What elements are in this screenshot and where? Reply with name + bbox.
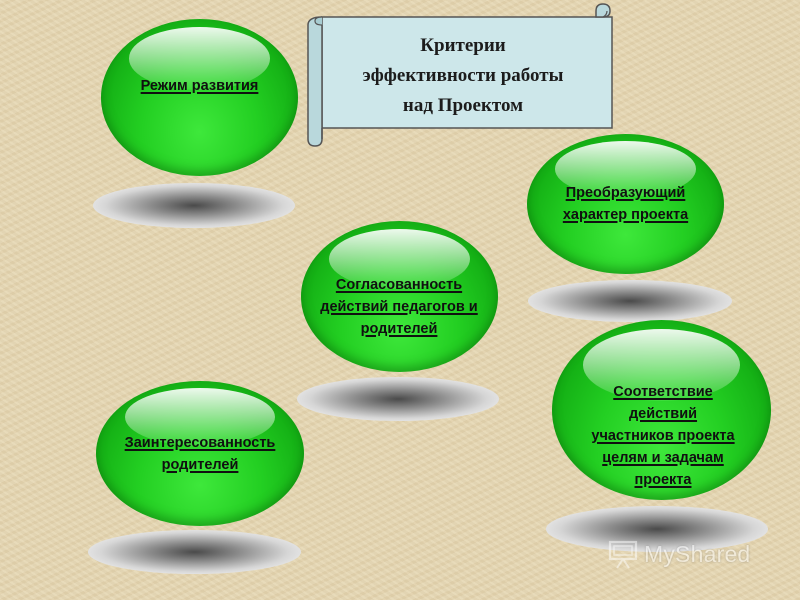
scroll-title: Критерии эффективности работы над Проект…: [332, 31, 594, 121]
sphere-parent-interest: [96, 381, 304, 526]
criterion-text: действий: [628, 406, 698, 422]
scroll-title-line-2: эффективности работы: [362, 65, 564, 86]
sphere-shadow-development-mode: [93, 183, 295, 228]
scroll-shape: [307, 3, 613, 147]
criterion-label-development-mode: Режим развития: [101, 75, 298, 97]
criterion-text: проекта: [634, 472, 692, 488]
sphere-goal-alignment: [552, 320, 771, 500]
criterion-label-goal-alignment: Соответствие действий участников проекта…: [552, 381, 774, 491]
sphere-transformative-nature: [527, 134, 724, 274]
criterion-label-coordination: Согласованность действий педагогов и род…: [279, 274, 519, 340]
criterion-label-transformative-nature: Преобразующий характер проекта: [527, 182, 724, 226]
criterion-text: Согласованность: [335, 277, 463, 293]
criterion-text: действий педагогов и: [320, 299, 478, 315]
criterion-text: родителей: [161, 457, 239, 473]
watermark: MyShared: [608, 536, 750, 572]
scroll-title-line-1: Критерии: [420, 35, 506, 56]
criterion-text: целям и задачам: [602, 450, 724, 466]
title-scroll: Критерии эффективности работы над Проект…: [306, 3, 614, 148]
criterion-text: участников проекта: [591, 428, 735, 444]
sphere-coordination: [301, 221, 498, 372]
sphere-shadow-transformative-nature: [528, 280, 732, 322]
criterion-text: родителей: [360, 321, 438, 337]
criterion-text: Режим развития: [140, 78, 259, 94]
criterion-label-parent-interest: Заинтересованность родителей: [87, 432, 313, 476]
watermark-text: MyShared: [644, 540, 751, 567]
sphere-shadow-goal-alignment: [546, 506, 768, 552]
scroll-title-line-3: над Проектом: [402, 95, 524, 116]
criterion-text: Заинтересованность: [124, 435, 276, 451]
presentation-icon: [608, 540, 638, 569]
criterion-text: Преобразующий: [565, 185, 686, 201]
sphere-development-mode: [101, 19, 298, 176]
criterion-text: характер проекта: [562, 207, 689, 223]
sphere-shadow-parent-interest: [88, 530, 301, 574]
criterion-text: Соответствие: [613, 384, 713, 400]
sphere-shadow-coordination: [297, 377, 499, 421]
